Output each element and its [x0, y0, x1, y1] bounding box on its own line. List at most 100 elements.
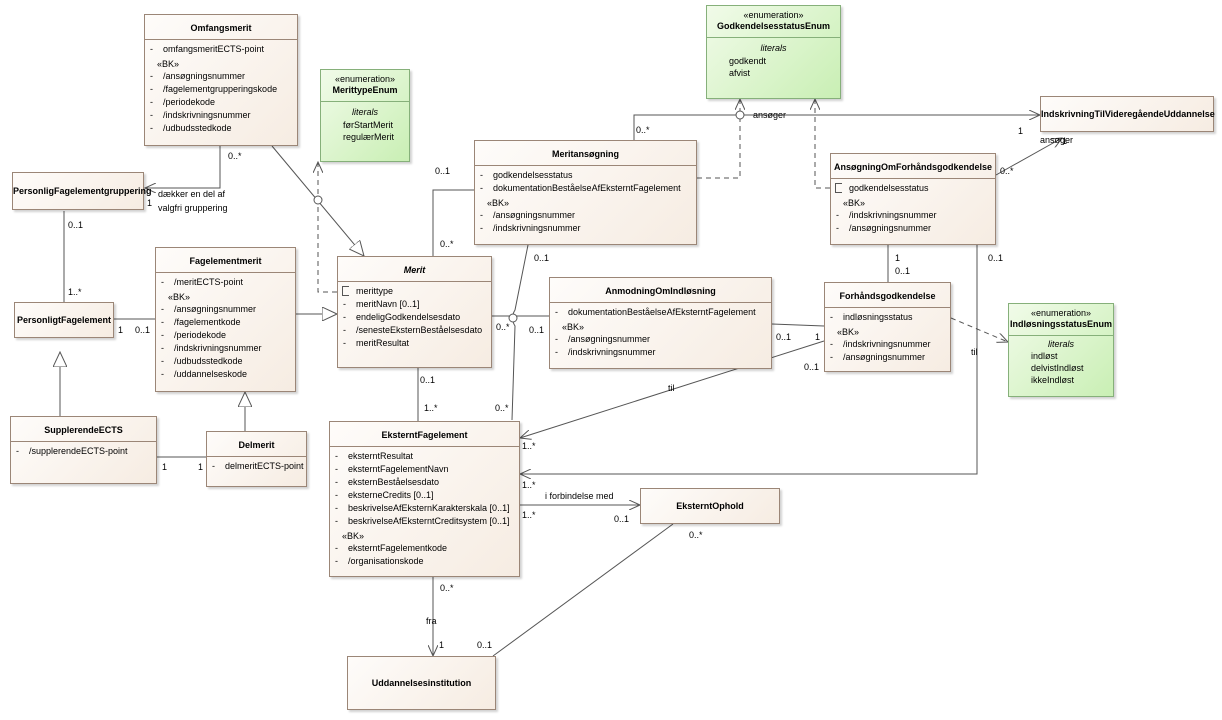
attribute: -dokumentationBeståelseAfEksterntFagelem…	[480, 183, 681, 193]
multiplicity-label: 1	[118, 325, 124, 335]
class-ansoegning-om-forhaandsgodkendelse[interactable]: AnsøgningOmForhåndsgodkendelse godkendel…	[830, 153, 996, 245]
attribute: -/indskrivningsnummer	[150, 110, 251, 120]
divider	[330, 446, 519, 447]
divider	[145, 39, 297, 40]
bk-stereotype: «BK»	[157, 59, 180, 69]
class-name: Merit	[403, 265, 426, 275]
literal: regulærMerit	[343, 132, 395, 142]
multiplicity-label: 0..1	[614, 514, 630, 524]
crossing-circle	[508, 313, 518, 323]
role-label: i forbindelse med	[545, 491, 614, 501]
class-merit[interactable]: Merit merittype -meritNavn [0..1] -endel…	[337, 256, 492, 368]
class-name: AnmodningOmIndløsning	[605, 286, 716, 296]
attribute: -/udbudsstedkode	[161, 356, 243, 366]
class-personligt-fagelement[interactable]: PersonligtFagelement	[14, 302, 114, 338]
enum-godkendelsesstatus[interactable]: «enumeration» GodkendelsesstatusEnum lit…	[706, 5, 841, 99]
attribute: -/periodekode	[150, 97, 216, 107]
multiplicity-label: 1	[439, 640, 445, 650]
attribute: -omfangsmeritECTS-point	[150, 44, 265, 54]
class-uddannelsesinstitution[interactable]: Uddannelsesinstitution	[347, 656, 496, 710]
attribute: -/indskrivningsnummer	[836, 210, 937, 220]
class-indskrivning[interactable]: IndskrivningTilVideregåendeUddannelse	[1040, 96, 1215, 132]
class-delmerit[interactable]: Delmerit -delmeritECTS-point	[206, 431, 307, 487]
attribute: -/ansøgningsnummer	[830, 352, 926, 362]
multiplicity-label: 0..1	[529, 325, 545, 335]
divider	[156, 272, 295, 273]
attribute: -/organisationskode	[335, 556, 424, 566]
divider	[338, 281, 491, 282]
multiplicity-label: 1..*	[522, 480, 536, 490]
multiplicity-label: 0..1	[435, 166, 451, 176]
class-supplerende-ects[interactable]: SupplerendeECTS -/supplerendeECTS-point	[10, 416, 157, 484]
multiplicity-label: 0..*	[495, 403, 509, 413]
attribute: -eksterneCredits [0..1]	[335, 490, 434, 500]
class-anmodning-om-indloesning[interactable]: AnmodningOmIndløsning -dokumentationBest…	[549, 277, 772, 369]
attribute: -/meritECTS-point	[161, 277, 244, 287]
role-label: ansøger	[1040, 135, 1074, 145]
divider	[207, 456, 306, 457]
divider	[475, 165, 696, 166]
bk-stereotype: «BK»	[843, 198, 866, 208]
attribute: -/ansøgningsnummer	[150, 71, 246, 81]
literals-label: literals	[351, 107, 378, 117]
class-personlig-fagelementgruppering[interactable]: PersonligFagelementgruppering	[12, 172, 152, 210]
multiplicity-label: 1	[147, 198, 153, 208]
class-meritansoegning[interactable]: Meritansøgning -godkendelsesstatus -doku…	[474, 140, 697, 245]
attribute: -/indskrivningsnummer	[480, 223, 581, 233]
attribute: -godkendelsesstatus	[480, 170, 573, 180]
bk-stereotype: «BK»	[342, 531, 365, 541]
class-omfangsmerit[interactable]: Omfangsmerit -omfangsmeritECTS-point «BK…	[144, 14, 298, 146]
bk-stereotype: «BK»	[562, 322, 585, 332]
stereotype: «enumeration»	[334, 74, 396, 84]
enum-merittype[interactable]: «enumeration» MerittypeEnum literals før…	[320, 69, 410, 162]
multiplicity-label: 1	[895, 253, 901, 263]
attribute: -meritResultat	[343, 338, 410, 348]
literal: godkendt	[729, 56, 767, 66]
divider	[321, 101, 409, 102]
attribute: -eksterntResultat	[335, 451, 414, 461]
multiplicity-label: 0..1	[420, 375, 436, 385]
dep-merit-merittypeenum	[318, 162, 337, 293]
bk-stereotype: «BK»	[168, 292, 191, 302]
attribute: -/uddannelseskode	[161, 369, 248, 379]
crossing-circle	[735, 110, 745, 120]
attribute: merittype	[338, 285, 491, 298]
attribute: -/supplerendeECTS-point	[16, 446, 128, 456]
assoc-merit-meritansoegning	[432, 189, 474, 256]
multiplicity-label: 0..1	[477, 640, 493, 650]
attribute: -/periodekode	[161, 330, 227, 340]
divider	[707, 37, 840, 38]
class-forhaandsgodkendelse[interactable]: Forhåndsgodkendelse -indløsningsstatus «…	[824, 282, 951, 372]
role-label: til	[668, 383, 675, 393]
multiplicity-label: 0..1	[895, 266, 911, 276]
class-name: Forhåndsgodkendelse	[839, 291, 936, 301]
class-eksternt-ophold[interactable]: EksterntOphold	[640, 488, 780, 524]
bk-stereotype: «BK»	[487, 198, 510, 208]
class-name: Omfangsmerit	[190, 23, 252, 33]
divider	[825, 307, 950, 308]
attribute: -delmeritECTS-point	[212, 461, 304, 471]
divider	[550, 302, 771, 303]
literal: delvistIndløst	[1031, 363, 1084, 373]
role-label: dækker en del af	[158, 189, 226, 199]
class-name: Fagelementmerit	[189, 256, 262, 266]
literal: ikkeIndløst	[1031, 375, 1075, 385]
attribute: -/ansøgningsnummer	[555, 334, 651, 344]
attribute: -beskrivelseAfEksterntCreditsystem [0..1…	[335, 516, 510, 526]
attribute: -/indskrivningsnummer	[555, 347, 656, 357]
attribute: -/fagelementgrupperingskode	[150, 84, 278, 94]
class-fagelementmerit[interactable]: Fagelementmerit -/meritECTS-point «BK» -…	[155, 247, 296, 392]
attribute: -dokumentationBeståelseAfEksterntFagelem…	[555, 307, 756, 317]
attribute-list: -dokumentationBeståelseAfEksterntFagelem…	[550, 303, 771, 359]
class-eksternt-fagelement[interactable]: EksterntFagelement -eksterntResultat -ek…	[329, 421, 520, 577]
dep-forhaand-indloesningsenum	[950, 317, 1008, 342]
class-name: Delmerit	[238, 440, 275, 450]
literal: indløst	[1031, 351, 1058, 361]
dep-ansoegning-godkendelsesenum	[815, 99, 830, 189]
class-name: AnsøgningOmForhåndsgodkendelse	[833, 162, 992, 172]
enum-indloesningsstatus[interactable]: «enumeration» IndløsningsstatusEnum lite…	[1008, 303, 1114, 397]
multiplicity-label: 0..*	[228, 151, 242, 161]
multiplicity-label: 1..*	[424, 403, 438, 413]
attribute: -/ansøgningsnummer	[161, 304, 257, 314]
